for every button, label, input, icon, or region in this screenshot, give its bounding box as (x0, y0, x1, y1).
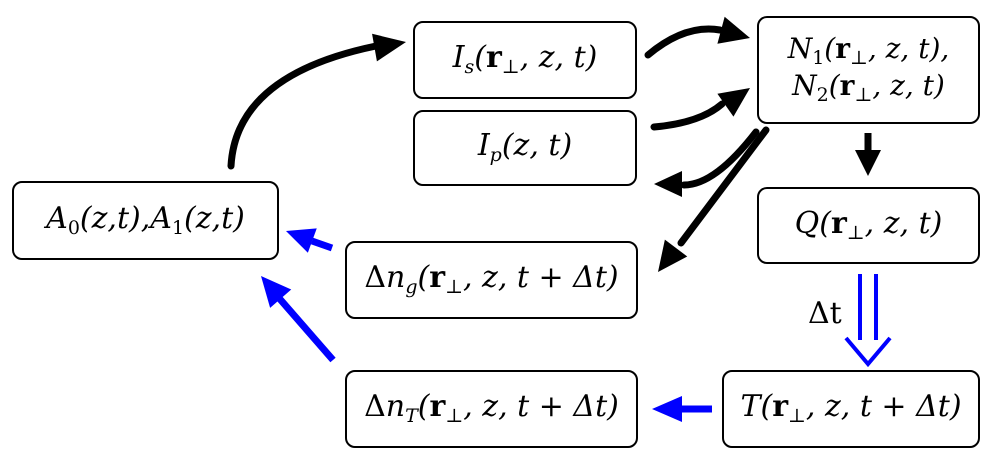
arrow-ip-to-n-head (717, 88, 750, 117)
arrow-a-to-is-head (372, 33, 406, 62)
node-heat-source: Q(r⊥, z, t) (757, 187, 980, 264)
arrow-dng-to-a-head (286, 228, 317, 253)
node-temperature: T(r⊥, z, t + Δt) (722, 370, 980, 448)
arrow-is-to-n-head (717, 16, 750, 44)
node-pump-intensity: Ip(z, t) (413, 110, 637, 186)
arrow-n-to-ip-line (680, 128, 760, 189)
node-gain-index-change: Δng(r⊥, z, t + Δt) (345, 241, 638, 319)
arrow-dng-to-a-line (310, 237, 334, 252)
arrow-dnt-to-a-line (276, 295, 336, 363)
arrow-is-to-n (644, 16, 750, 59)
arrow-n-to-dng (658, 126, 770, 272)
arrow-n-to-q-head (855, 150, 881, 176)
arrow-q-to-t (844, 274, 892, 368)
arrow-q-to-t-head (844, 336, 892, 368)
arrow-a-to-is (227, 33, 406, 170)
arrow-n-to-dng-head (658, 239, 688, 272)
node-amplitudes: A0(z,t),A1(z,t) (12, 181, 279, 260)
arrow-is-to-n-line (644, 25, 724, 59)
arrow-n-to-ip (654, 128, 760, 197)
arrow-ip-to-n (650, 88, 750, 131)
population-n2: N2(r⊥, z, t) (792, 69, 945, 106)
arrow-n-to-dng-line (677, 126, 770, 247)
arrow-t-to-dnt-head (652, 396, 682, 422)
time-step-label: Δt (808, 296, 842, 331)
arrow-a-to-is-line (227, 42, 380, 170)
arrow-n-to-ip-head (654, 171, 682, 197)
arrow-dnt-to-a-head (261, 276, 292, 308)
population-n1: N1(r⊥, z, t), (787, 32, 950, 70)
arrow-ip-to-n-line (650, 100, 726, 131)
node-signal-intensity: Is(r⊥, z, t) (413, 21, 637, 99)
node-populations: N1(r⊥, z, t), N2(r⊥, z, t) (757, 16, 980, 124)
node-thermal-index-change: ΔnT(r⊥, z, t + Δt) (345, 370, 638, 448)
